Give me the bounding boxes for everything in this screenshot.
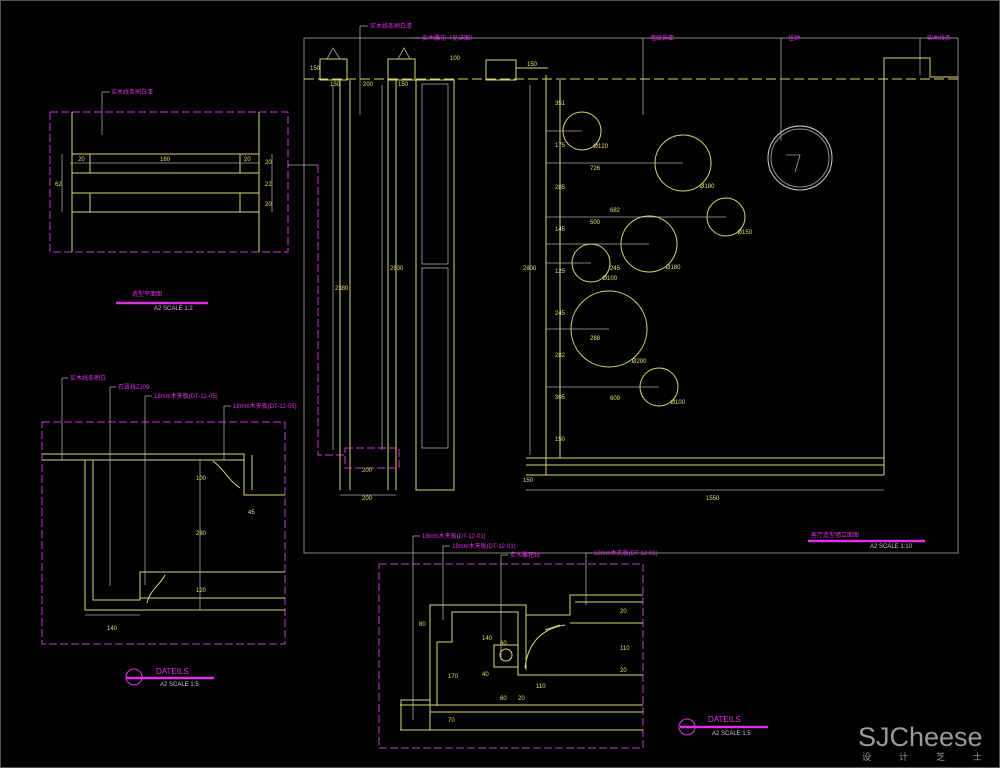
decorative-circles: Ø120Ø180Ø150Ø180Ø100Ø200Ø100726682500245… [546, 101, 753, 443]
dim: 288 [590, 336, 601, 342]
wall-clock-icon [767, 125, 833, 191]
dim: 200 [362, 468, 373, 474]
dim: 609 [610, 396, 621, 402]
dim: 45 [248, 510, 255, 516]
watermark-char: 设 [862, 752, 872, 762]
dim: 125 [555, 269, 566, 275]
diameter-label: Ø120 [593, 144, 608, 150]
dim: 351 [555, 101, 566, 107]
dim: 200 [362, 496, 373, 502]
label: 实木线条刷白漆 [370, 22, 412, 30]
dim: 100 [196, 476, 207, 482]
dim: 280 [196, 531, 207, 537]
dim: 110 [620, 646, 630, 652]
diameter-label: Ø100 [602, 276, 617, 282]
dim: 150 [398, 82, 409, 88]
dim: 150 [330, 82, 341, 88]
dim: 500 [590, 220, 601, 226]
dim: 140 [107, 626, 118, 632]
dim: 20 [78, 157, 85, 163]
diameter-label: Ø180 [700, 184, 715, 190]
label: 18mm木夹板(DT-12-01) [452, 542, 516, 550]
watermark-logo: SJCheese [858, 722, 983, 752]
elevation: 实木线条刷白漆 实木雕花（见详图） 墙纸饰面 挂钟 实木线条 150 200 1… [303, 22, 959, 554]
dim: 120 [196, 588, 207, 594]
dim: 245 [610, 266, 621, 272]
dim: 60 [500, 641, 507, 647]
dim: 282 [555, 353, 566, 359]
dim: 20 [518, 696, 525, 702]
dim: 60 [500, 696, 507, 702]
detail-right: 18mm木夹板(DT-12-01) 18mm木夹板(DT-12-01) 实木雕花… [378, 532, 768, 749]
dim: 2800 [390, 266, 404, 272]
dim: 70 [448, 718, 455, 724]
dim: 2380 [335, 286, 349, 292]
label: 实木雕花（见详图） [422, 34, 476, 42]
dim: 245 [555, 311, 566, 317]
dim: 20 [265, 160, 272, 166]
dim: 62 [55, 182, 62, 188]
label: 18mm木夹板(DT-12-01) [422, 532, 486, 540]
dim: 80 [419, 622, 426, 628]
label: 18mm木夹板(DT-12-05) [154, 392, 218, 400]
dim: 160 [160, 157, 171, 163]
dim: 1550 [706, 496, 720, 502]
diameter-label: Ø100 [670, 400, 685, 406]
dim: 22 [265, 182, 272, 188]
label: 18mm木夹板(DT-12-05) [233, 402, 297, 410]
dim: 200 [363, 82, 374, 88]
detail-scale: A2 SCALE 1:5 [160, 682, 199, 688]
dim: 110 [536, 684, 546, 690]
elevation-scale: A2 SCALE 1:10 [870, 544, 913, 550]
diameter-label: Ø180 [666, 265, 681, 271]
dim: 140 [482, 636, 493, 642]
dim: 682 [610, 208, 621, 214]
plan-label: 实木线条刷白漆 [111, 88, 153, 96]
dim: 150 [527, 62, 538, 68]
dim: 150 [555, 437, 566, 443]
dim: 150 [310, 66, 321, 72]
dim: 20 [620, 668, 627, 674]
dim: 305 [555, 395, 566, 401]
dim: 150 [523, 478, 534, 484]
dim: 20 [620, 609, 627, 615]
dim: 20 [244, 157, 251, 163]
plan-title: 造型平面图 [132, 290, 162, 298]
dim: 2800 [523, 266, 537, 272]
elevation-title: 客厅造型墙立面图 [811, 531, 859, 539]
label: 挂钟 [788, 34, 800, 42]
dim: 40 [482, 672, 489, 678]
watermark-char: 计 [898, 752, 908, 762]
dim: 175 [555, 143, 566, 149]
label: 实木雕花线 [510, 551, 540, 559]
dim: 100 [450, 56, 461, 62]
watermark-char: 士 [972, 752, 982, 762]
dim: 145 [555, 227, 566, 233]
diameter-label: Ø150 [737, 230, 752, 236]
detail-left: 实木线条刷白 石膏线ZJ09 18mm木夹板(DT-12-05) 18mm木夹板… [41, 374, 297, 688]
label: 18mm木夹板(DT-12-01) [594, 549, 658, 557]
watermark-char: 芝 [935, 752, 945, 762]
label: 实木线条刷白 [70, 374, 106, 382]
plan-scale: A2 SCALE 1:2 [154, 306, 193, 312]
plan-detail: 实木线条刷白漆 20 160 20 62 20 22 20 造型平面图 A2 S… [49, 88, 345, 456]
dim: 170 [448, 674, 459, 680]
watermark-subtitle: 设 计 芝 士 [862, 750, 982, 763]
diameter-label: Ø200 [632, 359, 647, 365]
label: 石膏线ZJ09 [118, 383, 150, 391]
dim: 285 [555, 185, 566, 191]
detail-scale: A2 SCALE 1:5 [712, 731, 751, 737]
dim: 20 [265, 202, 272, 208]
dim: 726 [590, 166, 601, 172]
label: 墙纸饰面 [650, 34, 674, 42]
detail-title: DATEILS [708, 715, 741, 724]
detail-title: DATEILS [156, 667, 189, 676]
label: 实木线条 [927, 34, 951, 42]
